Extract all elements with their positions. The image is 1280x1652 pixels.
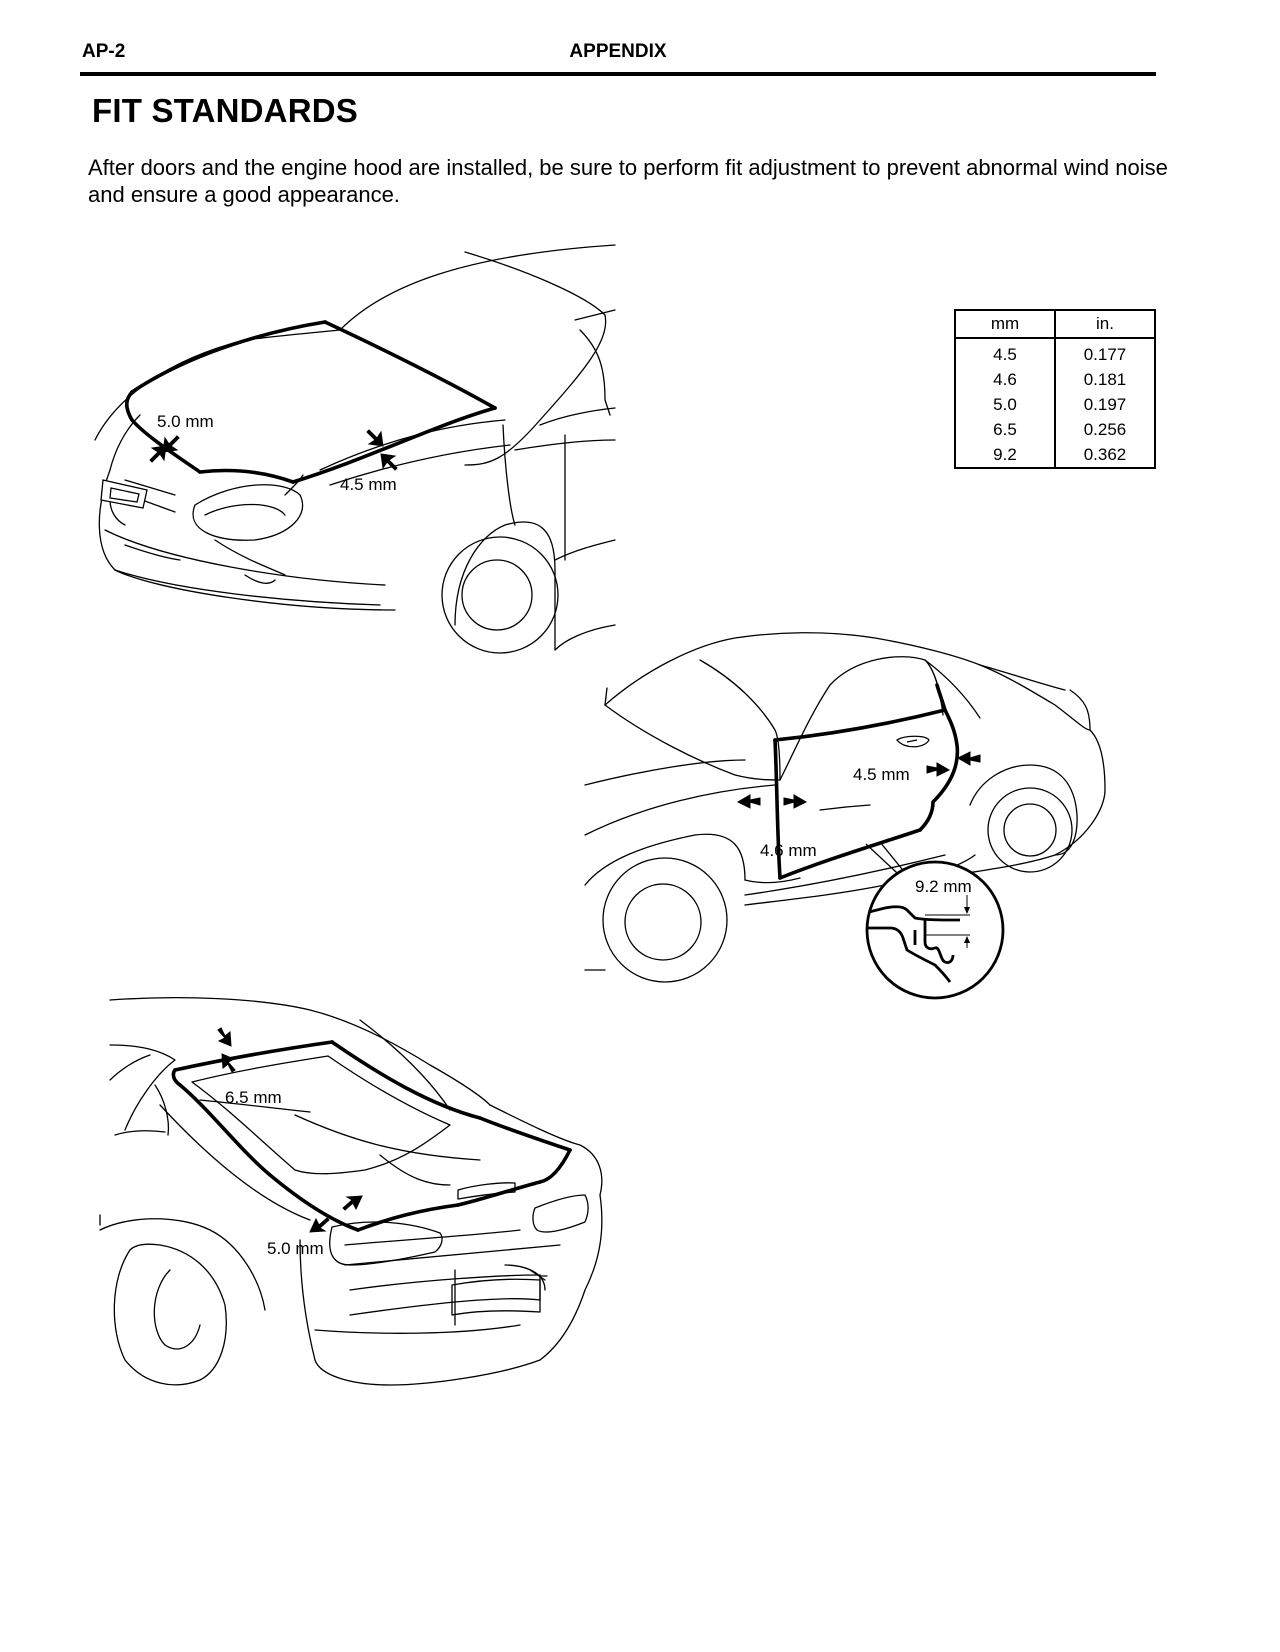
table-row: 4.6 0.181 xyxy=(954,367,1156,392)
inch-cell: 0.256 xyxy=(1054,417,1156,442)
side-door-illustration: 4.5 mm 4.6 mm 9.2 mm xyxy=(584,630,1130,1060)
page-header: AP-2 APPENDIX xyxy=(80,38,1156,76)
table-row: 9.2 0.362 xyxy=(954,442,1156,469)
hood-side-gap-label: 5.0 mm xyxy=(157,412,214,431)
inch-cell: 0.197 xyxy=(1054,392,1156,417)
door-front-gap-label: 4.6 mm xyxy=(760,841,817,860)
inch-cell: 0.181 xyxy=(1054,367,1156,392)
hood-rear-gap-label: 4.5 mm xyxy=(340,475,397,494)
page-number: AP-2 xyxy=(82,41,126,62)
table-header-row: mm in. xyxy=(954,309,1156,339)
inch-cell: 0.177 xyxy=(1054,338,1156,367)
inch-column-header: in. xyxy=(1054,309,1156,339)
door-bottom-gap-label: 9.2 mm xyxy=(915,877,972,896)
mm-cell: 9.2 xyxy=(954,442,1056,469)
trunk-top-gap-label: 6.5 mm xyxy=(225,1088,282,1107)
page-title: FIT STANDARDS xyxy=(92,92,358,129)
mm-cell: 4.6 xyxy=(954,367,1056,392)
door-rear-gap-label: 4.5 mm xyxy=(853,765,910,784)
section-title: APPENDIX xyxy=(569,41,667,62)
mm-inch-conversion-table: mm in. 4.5 0.177 4.6 0.181 5.0 0.197 6.5… xyxy=(954,309,1156,469)
door-bottom-detail-inset: 9.2 mm xyxy=(865,860,1005,1000)
table-row: 6.5 0.256 xyxy=(954,417,1156,442)
inch-cell: 0.362 xyxy=(1054,442,1156,469)
front-hood-illustration: 5.0 mm 4.5 mm xyxy=(85,240,616,680)
mm-cell: 5.0 xyxy=(954,392,1056,417)
table-row: 4.5 0.177 xyxy=(954,338,1156,367)
rear-trunk-illustration: 6.5 mm 5.0 mm xyxy=(99,990,630,1450)
mm-column-header: mm xyxy=(954,309,1056,339)
mm-cell: 6.5 xyxy=(954,417,1056,442)
mm-cell: 4.5 xyxy=(954,338,1056,367)
trunk-side-gap-label: 5.0 mm xyxy=(267,1239,324,1258)
intro-paragraph: After doors and the engine hood are inst… xyxy=(88,155,1168,207)
table-row: 5.0 0.197 xyxy=(954,392,1156,417)
